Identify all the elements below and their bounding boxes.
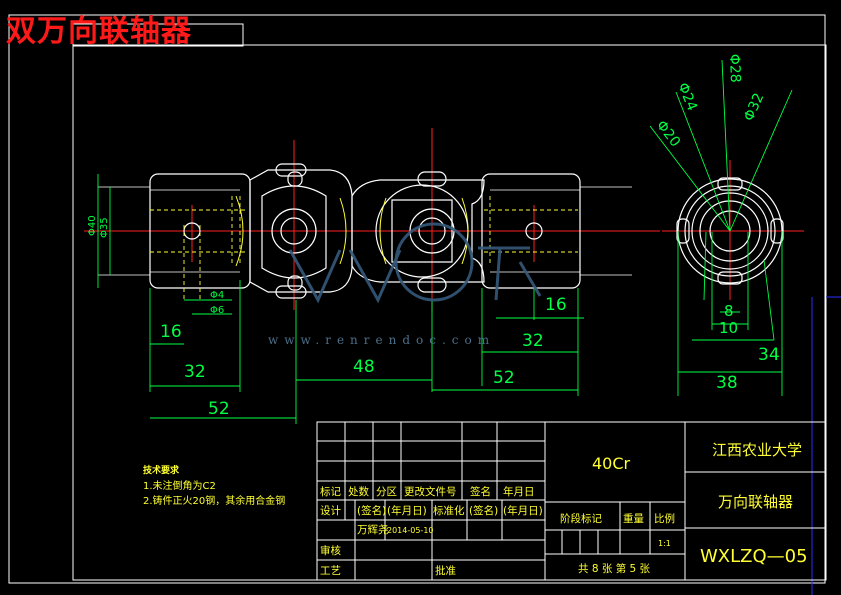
dimension-lines xyxy=(97,174,584,424)
dim-dia40: Φ40 xyxy=(87,215,98,236)
dim-dia6: Φ6 xyxy=(210,305,224,316)
dim-32a: 32 xyxy=(184,362,206,382)
tb-zone: 分区 xyxy=(376,486,397,498)
watermark-text: www.renrendoc.com xyxy=(268,333,496,347)
tb-weight: 重量 xyxy=(623,512,644,525)
tb-designer: 万辉尧 xyxy=(357,523,389,536)
tb-material: 40Cr xyxy=(592,454,631,473)
tb-school: 江西农业大学 xyxy=(712,441,802,459)
dim-52a: 52 xyxy=(208,399,230,419)
dim-34: 34 xyxy=(758,345,780,365)
page-title: 双万向联轴器 xyxy=(6,14,192,49)
dim-dia35: Φ35 xyxy=(99,217,110,238)
tb-design: 设计 xyxy=(320,504,341,517)
tb-review: 审核 xyxy=(320,544,341,557)
tb-sign-b: (签名) xyxy=(357,504,386,517)
dim-dia4: Φ4 xyxy=(210,290,224,301)
tb-date: 年月日 xyxy=(503,485,535,498)
dim-16a: 16 xyxy=(160,322,182,342)
tb-sign-c: (签名) xyxy=(469,504,498,517)
tech-requirements: 技术要求 1.未注倒角为C2 2.铸件正火20钢，其余用合金钢 xyxy=(143,464,285,509)
dim-8: 8 xyxy=(724,302,734,320)
tb-sheets: 共 8 张 第 5 张 xyxy=(578,562,651,575)
dim-10: 10 xyxy=(719,319,738,337)
dim-32b: 32 xyxy=(522,331,544,351)
outer-frame xyxy=(8,14,826,584)
tb-process: 工艺 xyxy=(320,565,341,577)
tb-approve: 批准 xyxy=(435,564,456,577)
tb-design-date: 2014-05-10 xyxy=(387,526,434,535)
center-lines xyxy=(84,128,804,312)
highlight-arcs xyxy=(235,195,469,267)
title-stamp-box xyxy=(72,23,244,47)
title-block-grid xyxy=(316,421,827,581)
tb-drawing-no: WXLZQ—05 xyxy=(700,546,808,567)
dim-38: 38 xyxy=(716,373,738,393)
tech-heading: 技术要求 xyxy=(143,466,180,476)
dim-52b: 52 xyxy=(493,368,515,388)
dim-48: 48 xyxy=(353,357,375,377)
dim-dia28: Φ28 xyxy=(726,54,743,83)
dim-16b: 16 xyxy=(545,295,567,315)
tb-part-name: 万向联轴器 xyxy=(718,493,793,511)
tb-date-b: (年月日) xyxy=(387,504,427,517)
tech-item-1: 1.未注倒角为C2 xyxy=(143,481,216,492)
tb-stage: 阶段标记 xyxy=(560,512,602,525)
tb-scale: 比例 xyxy=(654,512,675,525)
watermark-logo xyxy=(288,222,542,304)
tb-mark: 标记 xyxy=(320,486,341,498)
tech-item-2: 2.铸件正火20钢，其余用合金钢 xyxy=(143,496,286,507)
tb-change-doc: 更改文件号 xyxy=(404,485,457,498)
tb-qty: 处数 xyxy=(348,485,369,498)
tb-scale-val: 1:1 xyxy=(658,539,671,548)
tb-standard: 标准化 xyxy=(433,504,465,517)
side-leaders xyxy=(649,59,793,396)
tb-date-c: (年月日) xyxy=(503,504,543,517)
tb-sign: 签名 xyxy=(470,485,491,498)
